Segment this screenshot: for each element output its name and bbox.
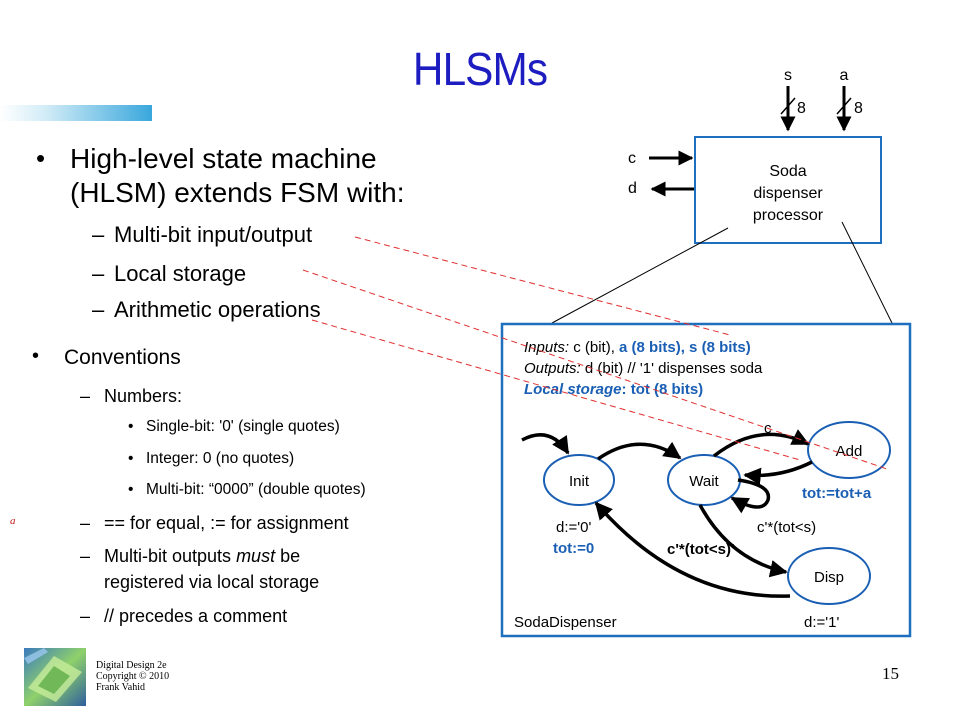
transition-add-wait xyxy=(743,460,813,486)
conventions-heading: Conventions xyxy=(64,346,181,369)
processor-label-2: dispenser xyxy=(753,185,823,202)
hlsm-inputs-line: Inputs: c (bit), a (8 bits), s (8 bits) xyxy=(524,339,751,356)
machine-name: SodaDispenser xyxy=(514,614,617,631)
rule-multibit-outputs-line-1: Multi-bit outputs must be xyxy=(104,546,301,566)
trans-to-disp-label: c'*(tot<s)' xyxy=(667,541,735,558)
state-disp-label: Disp xyxy=(814,569,844,586)
rule-equality: == for equal, := for assignment xyxy=(104,513,349,533)
sub-bullet-dash: – xyxy=(92,222,105,247)
output-d-label: d xyxy=(628,180,637,197)
title-accent-bar xyxy=(0,105,152,121)
init-action-d: d:='0' xyxy=(556,519,591,536)
corner-mark: a xyxy=(10,515,16,527)
sub-bullet-dash: – xyxy=(80,606,91,626)
hlsm-local-line: Local storage: tot (8 bits) xyxy=(524,381,703,398)
transition-wait-add xyxy=(712,429,810,458)
outputs-text: d (bit) // '1' dispenses soda xyxy=(581,360,763,377)
local-text: : tot (8 bits) xyxy=(622,381,704,398)
state-init xyxy=(543,454,615,506)
transition-wait-loop xyxy=(730,478,771,514)
inputs-label: Inputs: xyxy=(524,339,569,356)
slide-title: HLSMs xyxy=(412,43,548,95)
state-disp xyxy=(787,547,871,605)
input-s-label: s xyxy=(784,67,792,84)
input-c-label: c xyxy=(628,150,636,167)
rule-multibit-outputs-line-2: registered via local storage xyxy=(104,572,320,592)
state-init-label: Init xyxy=(569,473,590,490)
zoom-line-right xyxy=(841,221,893,324)
bullet-dot: • xyxy=(128,481,134,498)
sub-bullet-dash: – xyxy=(92,297,105,322)
initial-transition xyxy=(521,433,570,455)
processor-label-1: Soda xyxy=(769,163,806,180)
logo-icon xyxy=(24,648,86,706)
trans-wait-loop-label: c'*(tot<s) xyxy=(757,519,816,536)
number-item-single-bit: Single-bit: '0' (single quotes) xyxy=(146,418,340,435)
bullet-dot: • xyxy=(32,345,40,367)
page-number: 15 xyxy=(882,664,899,683)
emphasis-must: must xyxy=(236,546,276,566)
footer-line-1: Digital Design 2e xyxy=(96,660,167,671)
number-item-multi-bit: Multi-bit: “0000” (double quotes) xyxy=(146,481,366,498)
outputs-label: Outputs: xyxy=(524,360,581,377)
state-wait-label: Wait xyxy=(689,473,719,490)
footer: Digital Design 2e Copyright © 2010 Frank… xyxy=(96,660,169,693)
inputs-c: c (bit), xyxy=(569,339,619,356)
bullet-dot: • xyxy=(128,450,134,467)
transition-disp-init xyxy=(594,501,791,598)
bus-slash xyxy=(780,97,796,115)
sub-bullet-multibit: Multi-bit input/output xyxy=(114,222,313,247)
input-a-label: a xyxy=(840,67,849,84)
zoom-line-left xyxy=(551,227,729,324)
bullet-dot: • xyxy=(36,143,46,173)
processor-label-3: processor xyxy=(753,207,824,224)
numbers-label: Numbers: xyxy=(104,386,183,406)
width-s-label: 8 xyxy=(797,100,806,117)
inputs-multibit: a (8 bits), s (8 bits) xyxy=(619,339,751,356)
footer-line-2: Copyright © 2010 xyxy=(96,671,170,682)
sub-bullet-arith: Arithmetic operations xyxy=(114,297,321,322)
rule-comment: // precedes a comment xyxy=(104,606,288,626)
footer-line-3: Frank Vahid xyxy=(96,682,145,693)
sub-bullet-storage: Local storage xyxy=(114,261,247,286)
sub-bullet-dash: – xyxy=(80,386,91,406)
bullet-dot: • xyxy=(128,418,134,435)
transition-wait-disp xyxy=(698,504,788,578)
disp-action: d:='1' xyxy=(804,614,839,631)
main-bullet-line-1: High-level state machine xyxy=(70,143,377,174)
add-action: tot:=tot+a xyxy=(802,485,872,502)
dashed-connector-storage xyxy=(302,269,891,471)
sub-bullet-dash: – xyxy=(80,546,91,566)
dashed-connector-arith xyxy=(311,319,801,461)
main-bullet-line-2: (HLSM) extends FSM with: xyxy=(70,177,405,208)
init-action-tot: tot:=0 xyxy=(553,540,594,557)
sub-bullet-dash: – xyxy=(80,513,91,533)
number-item-integer: Integer: 0 (no quotes) xyxy=(146,450,295,467)
dashed-connector-multibit xyxy=(354,236,731,336)
hlsm-outputs-line: Outputs: d (bit) // '1' dispenses soda xyxy=(524,360,763,377)
state-add xyxy=(807,421,891,479)
sub-bullet-dash: – xyxy=(92,261,105,286)
transition-init-wait xyxy=(597,441,682,461)
width-a-label: 8 xyxy=(854,100,863,117)
processor-block xyxy=(694,136,882,244)
bus-slash xyxy=(836,97,852,115)
local-label: Local storage xyxy=(524,381,622,398)
state-add-label: Add xyxy=(836,443,863,460)
